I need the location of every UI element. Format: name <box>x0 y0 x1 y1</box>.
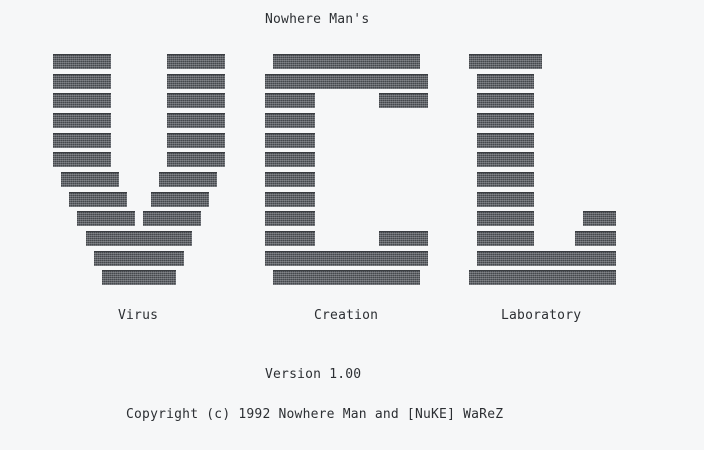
logo-block <box>61 172 119 187</box>
logo-block <box>167 152 225 167</box>
logo-block <box>265 93 315 108</box>
logo-block <box>53 113 111 128</box>
logo-block <box>477 211 534 226</box>
logo-block <box>69 192 127 207</box>
logo-block <box>265 172 315 187</box>
logo-block <box>167 74 225 89</box>
copyright-line: Copyright (c) 1992 Nowhere Man and [NuKE… <box>126 407 504 422</box>
logo-block <box>477 133 534 148</box>
logo-block <box>477 93 534 108</box>
logo-block <box>477 192 534 207</box>
logo-block <box>167 133 225 148</box>
logo-block <box>167 113 225 128</box>
logo-block <box>53 133 111 148</box>
logo-block <box>265 211 315 226</box>
logo-block <box>583 211 616 226</box>
logo-block <box>94 251 184 266</box>
logo-block <box>477 231 534 246</box>
logo-block <box>477 172 534 187</box>
logo-block <box>265 74 428 89</box>
logo-block <box>575 231 616 246</box>
logo-block <box>379 231 428 246</box>
version-line: Version 1.00 <box>265 367 362 382</box>
logo-block <box>53 93 111 108</box>
author-line: Nowhere Man's <box>265 12 370 27</box>
logo-block <box>265 231 315 246</box>
logo-block <box>477 251 616 266</box>
logo-block <box>469 270 616 285</box>
logo-block <box>469 54 542 69</box>
logo-block <box>265 133 315 148</box>
logo-block <box>86 231 192 246</box>
logo-block <box>379 93 428 108</box>
logo-block <box>273 270 420 285</box>
logo-block <box>265 113 315 128</box>
logo-block <box>167 54 225 69</box>
logo-block <box>477 113 534 128</box>
label-creation: Creation <box>314 308 379 323</box>
logo-block <box>53 152 111 167</box>
logo-block <box>143 211 201 226</box>
logo-block <box>53 54 111 69</box>
logo-block <box>159 172 217 187</box>
logo-block <box>102 270 176 285</box>
logo-block <box>477 152 534 167</box>
label-virus: Virus <box>118 308 159 323</box>
logo-block <box>265 251 428 266</box>
logo-block <box>151 192 209 207</box>
logo-block <box>77 211 135 226</box>
logo-block <box>477 74 534 89</box>
logo-block <box>265 192 315 207</box>
logo-block <box>167 93 225 108</box>
label-laboratory: Laboratory <box>501 308 582 323</box>
logo-block <box>273 54 420 69</box>
logo-block <box>265 152 315 167</box>
logo-block <box>53 74 111 89</box>
